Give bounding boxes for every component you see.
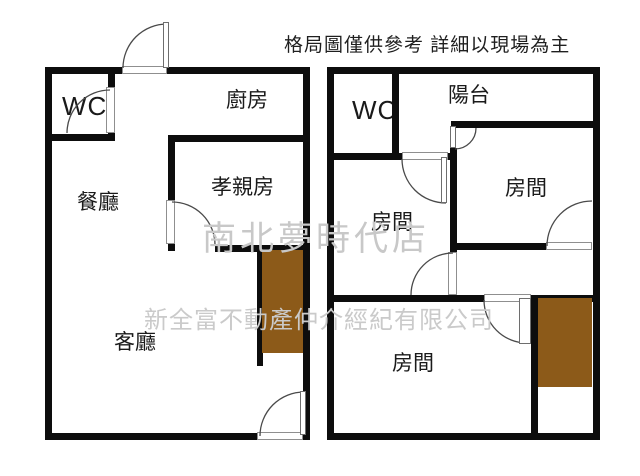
wall-segment bbox=[593, 67, 600, 440]
room-label-wc-right: WC bbox=[352, 95, 398, 125]
wall-segment bbox=[167, 67, 310, 74]
door-threshold bbox=[122, 66, 167, 74]
watermark-company-name: 新全富不動產仲介經紀有限公司 bbox=[144, 307, 494, 334]
door-leaf bbox=[300, 391, 306, 435]
door-arc bbox=[259, 391, 305, 437]
door-arc bbox=[410, 252, 454, 296]
door-leaf bbox=[450, 126, 456, 148]
wall-segment bbox=[303, 67, 310, 440]
wall-segment bbox=[327, 153, 403, 160]
wall-segment bbox=[108, 67, 115, 88]
door-arc bbox=[171, 201, 216, 246]
door-leaf bbox=[519, 298, 531, 344]
wall-segment bbox=[327, 67, 600, 74]
wall-segment bbox=[327, 295, 485, 302]
door-arc bbox=[401, 158, 447, 204]
wall-segment bbox=[257, 248, 263, 366]
door-arc bbox=[454, 127, 477, 150]
wall-segment bbox=[327, 67, 334, 440]
wall-segment bbox=[168, 135, 175, 201]
room-label-balcony: 陽台 bbox=[448, 84, 490, 107]
wall-segment bbox=[45, 433, 258, 440]
room-label-parents-room: 孝親房 bbox=[211, 176, 274, 199]
room-label-dining: 餐廳 bbox=[77, 191, 119, 214]
door-threshold bbox=[257, 432, 303, 440]
door-arc bbox=[546, 200, 593, 247]
room-label-living: 客廳 bbox=[114, 331, 156, 354]
door-threshold bbox=[166, 200, 175, 244]
door-leaf bbox=[163, 22, 169, 68]
wall-segment bbox=[327, 433, 600, 440]
room-label-room-bottom: 房間 bbox=[392, 352, 434, 375]
door-threshold bbox=[106, 87, 115, 133]
closet-cabinet bbox=[538, 298, 592, 387]
door-arc bbox=[66, 89, 111, 134]
door-leaf bbox=[441, 157, 447, 203]
room-label-room-top-right: 房間 bbox=[505, 177, 547, 200]
wall-segment bbox=[451, 121, 600, 128]
wall-segment bbox=[45, 134, 115, 141]
wall-segment bbox=[45, 67, 123, 74]
disclaimer-text: 格局圖僅供參考 詳細以現場為主 bbox=[284, 35, 571, 56]
room-label-kitchen: 廚房 bbox=[226, 89, 268, 112]
wall-segment bbox=[450, 148, 457, 253]
closet-cabinet bbox=[262, 250, 303, 353]
wall-segment bbox=[168, 243, 175, 251]
room-label-room-middle: 房間 bbox=[371, 211, 413, 234]
watermark-store-name: 南北夢時代店 bbox=[202, 220, 430, 258]
wall-segment bbox=[450, 243, 547, 250]
wall-segment bbox=[392, 67, 399, 160]
wall-segment bbox=[531, 295, 538, 440]
door-arc bbox=[122, 23, 168, 69]
wall-segment bbox=[168, 135, 310, 142]
door-threshold bbox=[402, 152, 448, 160]
wall-segment bbox=[45, 67, 52, 440]
room-label-wc-left: WC bbox=[62, 91, 108, 121]
